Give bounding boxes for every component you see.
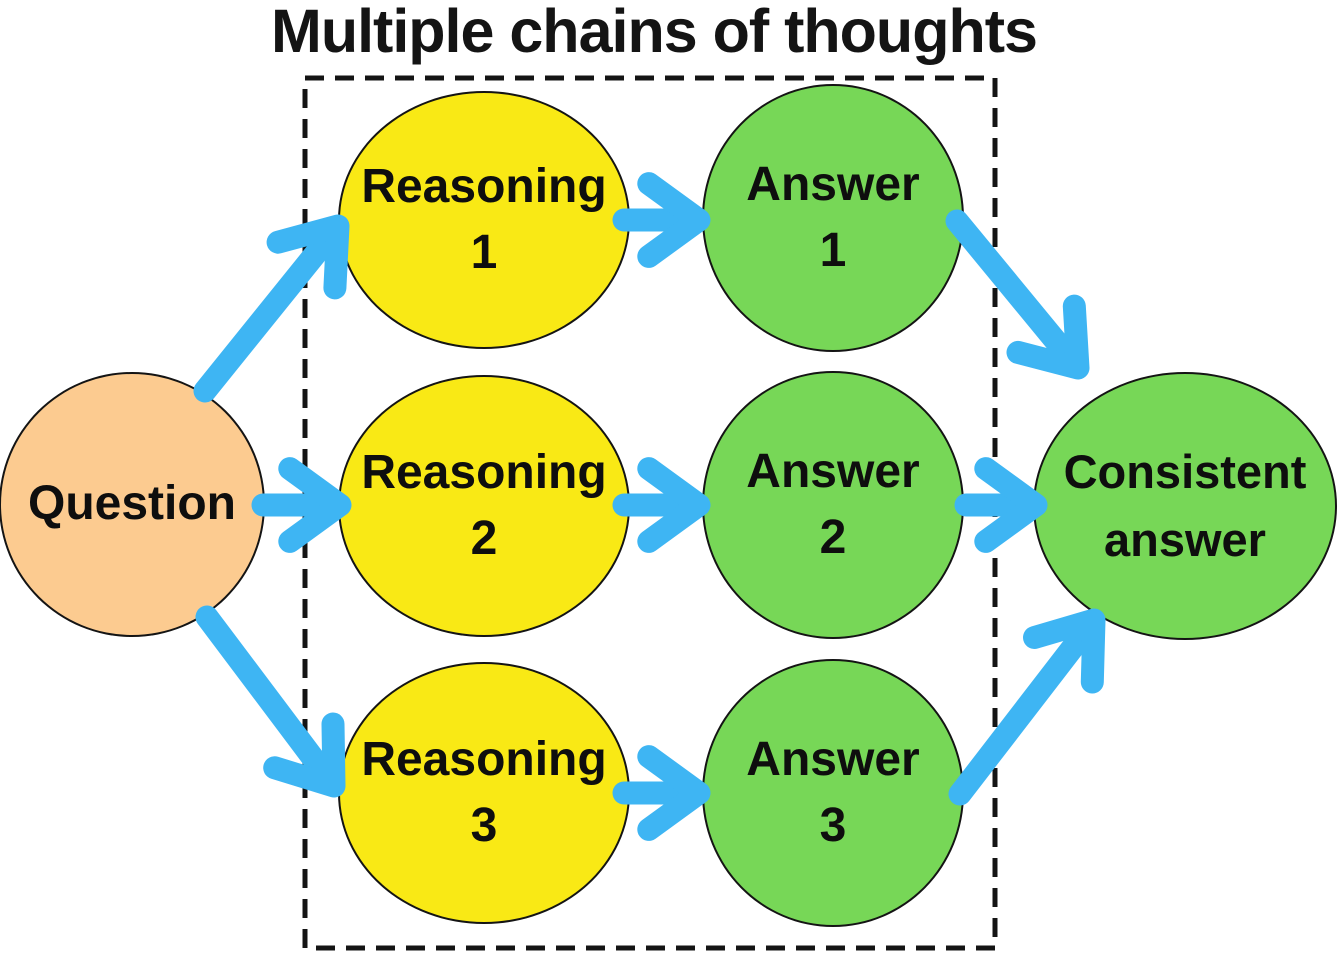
- reasoning-3-node: Reasoning 3: [338, 662, 630, 924]
- answer-1-node: Answer 1: [702, 84, 964, 352]
- reasoning-2-number: 2: [470, 512, 498, 565]
- arrow-question-to-reasoning-1-head: [266, 214, 350, 300]
- arrow-answer-1-to-consistent-answer-head: [1006, 294, 1090, 380]
- arrow-question-to-reasoning-2-head: [278, 457, 352, 553]
- answer-3-label: Answer: [746, 732, 920, 786]
- arrow-reasoning-2-to-answer-2-head: [637, 457, 711, 553]
- arrow-reasoning-1-to-answer-1-head: [637, 172, 711, 268]
- arrow-question-to-reasoning-3: [195, 605, 346, 798]
- reasoning-3-number: 3: [470, 799, 498, 852]
- arrow-answer-3-to-consistent-answer-shaft: [948, 614, 1101, 806]
- reasoning-1-label: Reasoning: [361, 159, 607, 213]
- consistent-answer-node: Consistent answer: [1033, 372, 1337, 640]
- reasoning-2-node: Reasoning 2: [338, 375, 630, 637]
- answer-1-number: 1: [819, 224, 847, 277]
- answer-1-label: Answer: [746, 157, 920, 211]
- arrow-answer-1-to-consistent-answer: [945, 209, 1090, 380]
- question-label: Question: [27, 477, 236, 531]
- arrow-reasoning-1-to-answer-1: [612, 172, 711, 268]
- arrow-answer-2-to-consistent-answer: [954, 457, 1048, 553]
- arrow-reasoning-3-to-answer-3-head: [637, 745, 711, 841]
- diagram-title: Multiple chains of thoughts: [271, 0, 1038, 65]
- arrow-question-to-reasoning-1-shaft: [193, 220, 345, 403]
- arrow-answer-3-to-consistent-answer: [948, 608, 1106, 806]
- reasoning-1-node: Reasoning 1: [338, 91, 630, 349]
- reasoning-3-label: Reasoning: [361, 732, 607, 786]
- answer-2-node: Answer 2: [702, 371, 964, 639]
- arrow-answer-2-to-consistent-answer-head: [974, 457, 1048, 553]
- answer-3-number: 3: [819, 799, 847, 852]
- answer-2-label: Answer: [746, 444, 920, 498]
- consistent-answer-label-line2: answer: [1104, 513, 1266, 566]
- consistent-answer-label-line1: Consistent: [1063, 444, 1307, 498]
- answer-3-node: Answer 3: [702, 659, 964, 927]
- arrow-question-to-reasoning-3-shaft: [195, 605, 341, 792]
- arrow-question-to-reasoning-3-head: [263, 712, 346, 798]
- arrow-reasoning-3-to-answer-3: [612, 745, 711, 841]
- arrow-answer-3-to-consistent-answer-head: [1023, 608, 1106, 694]
- reasoning-1-number: 1: [470, 226, 498, 279]
- arrow-question-to-reasoning-2: [251, 457, 352, 553]
- arrow-answer-1-to-consistent-answer-shaft: [945, 209, 1085, 374]
- question-node: Question: [0, 372, 265, 637]
- reasoning-2-label: Reasoning: [361, 445, 607, 499]
- arrow-question-to-reasoning-1: [193, 214, 350, 403]
- arrow-reasoning-2-to-answer-2: [612, 457, 711, 553]
- answer-2-number: 2: [819, 511, 847, 564]
